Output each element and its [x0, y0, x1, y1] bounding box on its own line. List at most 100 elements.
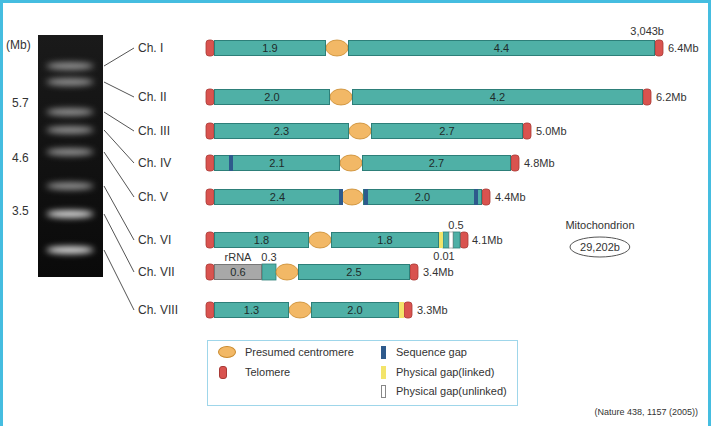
telomere: [206, 264, 214, 280]
length-value: 2.1: [269, 156, 284, 170]
size-label: 3,043b: [630, 24, 664, 38]
leader-line: [104, 186, 134, 240]
telomere: [206, 189, 214, 205]
chromosome-segment: 2.7: [362, 155, 511, 171]
leader-line: [104, 250, 134, 310]
gel-band: [46, 247, 94, 254]
length-value: 4.2: [490, 90, 505, 104]
legend-swatch: [381, 385, 386, 398]
gel-band: [46, 183, 94, 190]
axis-unit: (Mb): [6, 38, 31, 52]
telomere: [206, 155, 214, 171]
genome-size: 29,202b: [571, 240, 629, 254]
size-label: rRNA: [225, 250, 252, 264]
chromosome-segment: 2.0: [311, 302, 399, 318]
chromosome-segment: 2.3: [214, 123, 349, 139]
length-value: 1.8: [377, 233, 392, 247]
telomere: [206, 232, 214, 248]
gel-band: [46, 127, 94, 134]
telomere: [655, 40, 663, 56]
mitochondrion-genome: Mitochondrion 29,202b: [560, 218, 640, 258]
legend-swatch: [381, 366, 386, 379]
size-label: 0.01: [433, 249, 454, 263]
telomere: [460, 232, 468, 248]
chromosome-segment: 1.9: [214, 40, 326, 56]
chromosome-segment: 2.0: [363, 189, 482, 205]
size-label: 4.4Mb: [495, 190, 526, 204]
legend-text: Presumed centromere: [245, 345, 354, 359]
node-heading: Mitochondrion: [565, 218, 634, 232]
leader-line: [104, 152, 134, 197]
length-value: 2.7: [429, 156, 444, 170]
gel-band: [46, 211, 94, 218]
legend-text: Telomere: [245, 365, 290, 379]
citation: (Nature 438, 1157 (2005)): [595, 405, 698, 419]
chromosome-name: Ch. III: [138, 124, 170, 138]
legend-text: Sequence gap: [396, 345, 467, 359]
leader-line: [104, 82, 134, 97]
length-value: 0.6: [230, 265, 245, 279]
centromere: [276, 264, 298, 280]
telomere: [206, 302, 214, 318]
chromosome-name: Ch. VIII: [138, 303, 178, 317]
centromere: [340, 155, 362, 171]
gap-mark: [399, 302, 404, 318]
leader-line: [104, 112, 134, 131]
telomere: [206, 40, 214, 56]
centromere: [326, 40, 348, 56]
centromere: [330, 89, 352, 105]
length-value: 2.0: [415, 190, 430, 204]
chromosome-segment: 2.4: [214, 189, 341, 205]
size-label: 6.4Mb: [668, 41, 699, 55]
gel-band: [46, 63, 94, 70]
legend-swatch: [381, 346, 386, 359]
leader-line: [104, 48, 134, 66]
centromere: [349, 123, 371, 139]
size-label: 3.4Mb: [423, 265, 454, 279]
size-label: 0.3: [261, 250, 276, 264]
length-value: 2.0: [347, 303, 362, 317]
length-value: 2.0: [264, 90, 279, 104]
size-label: 4.1Mb: [472, 233, 503, 247]
length-value: 2.7: [439, 124, 454, 138]
gel-band: [46, 79, 94, 86]
chromosome-name: Ch. I: [138, 41, 163, 55]
chromosome-name: Ch. IV: [138, 156, 171, 170]
legend-swatch: [218, 346, 236, 358]
length-value: 1.3: [244, 303, 259, 317]
size-marker: 5.7: [12, 96, 29, 110]
size-marker: 4.6: [12, 151, 29, 165]
length-value: 2.3: [274, 124, 289, 138]
size-label: 3.3Mb: [417, 303, 448, 317]
telomere: [404, 302, 412, 318]
chromosome-name: Ch. V: [138, 190, 168, 204]
gel-image: [38, 35, 103, 277]
chromosome-segment: 2.0: [214, 89, 330, 105]
chromosome-segment: 2.5: [298, 264, 410, 280]
chromosome-segment: 1.8: [331, 232, 439, 248]
length-value: 1.8: [254, 233, 269, 247]
size-label: 6.2Mb: [656, 90, 687, 104]
size-label: 4.8Mb: [524, 156, 555, 170]
chromosome-segment: 4.4: [348, 40, 655, 56]
telomere: [206, 123, 214, 139]
gap-mark: [439, 232, 443, 248]
chromosome-segment: 1.3: [214, 302, 289, 318]
legend-swatch: [219, 366, 227, 379]
chromosome-segment: 4.2: [352, 89, 643, 105]
chromosome-segment: 2.1: [214, 155, 340, 171]
telomere: [643, 89, 651, 105]
length-value: 2.4: [270, 190, 285, 204]
length-value: 2.5: [346, 265, 361, 279]
telomere: [482, 189, 490, 205]
chromosome-segment: [453, 232, 460, 248]
length-value: 1.9: [262, 41, 277, 55]
size-marker: 3.5: [12, 204, 29, 218]
telomere: [206, 89, 214, 105]
centromere: [289, 302, 311, 318]
legend-text: Physical gap(unlinked): [396, 384, 507, 398]
chromosome-segment: [443, 232, 449, 248]
chromosome-name: Ch. II: [138, 90, 167, 104]
length-value: 4.4: [494, 41, 509, 55]
